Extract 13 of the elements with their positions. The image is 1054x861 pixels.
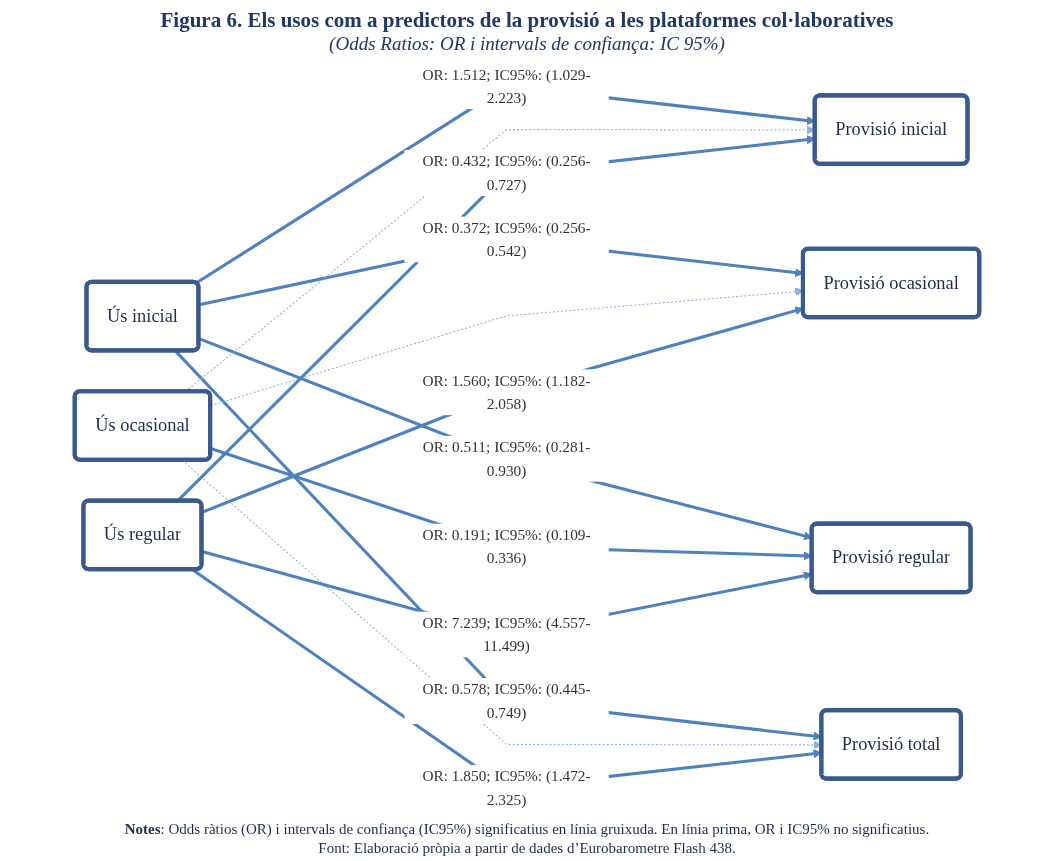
subtitle: (Odds Ratios: OR i intervals de confiança: IC 95%): [329, 33, 725, 55]
edge-label: OR: 1.512; IC95%: (1.029-2.223): [422, 66, 591, 106]
edge-label: OR: 1.850; IC95%: (1.472-2.325): [422, 767, 591, 808]
diagram-title: Figura 6. Els usos com a predictors de la provisió a les plataformes col·laboratives: [160, 8, 894, 33]
edge-label: OR: 7.239; IC95%: (4.557-11.499): [422, 614, 591, 654]
note-text: Notes: Odds ràtios (OR) i intervals de confiança (IC95%) significatius en línia gruixuda. En línia prima, OR i IC95% no significatius.: [124, 821, 930, 838]
edge-label: OR: 0.511; IC95%: (0.281-0.930): [422, 438, 591, 479]
edge-label: OR: 0.432; IC95%: (0.256-0.727): [422, 153, 591, 193]
edge-label: OR: 0.191; IC95%: (0.109-0.336): [422, 526, 591, 567]
edge-label: OR: 1.560; IC95%: (1.182-2.058): [422, 372, 591, 412]
edge-label: OR: 0.578; IC95%: (0.445-0.749): [422, 681, 591, 721]
source-note: Font: Elaboració pròpia a partir de dades d’Eurobarometre Flash 438.: [317, 840, 737, 857]
edge-label: OR: 0.372; IC95%: (0.256-0.542): [422, 219, 591, 259]
